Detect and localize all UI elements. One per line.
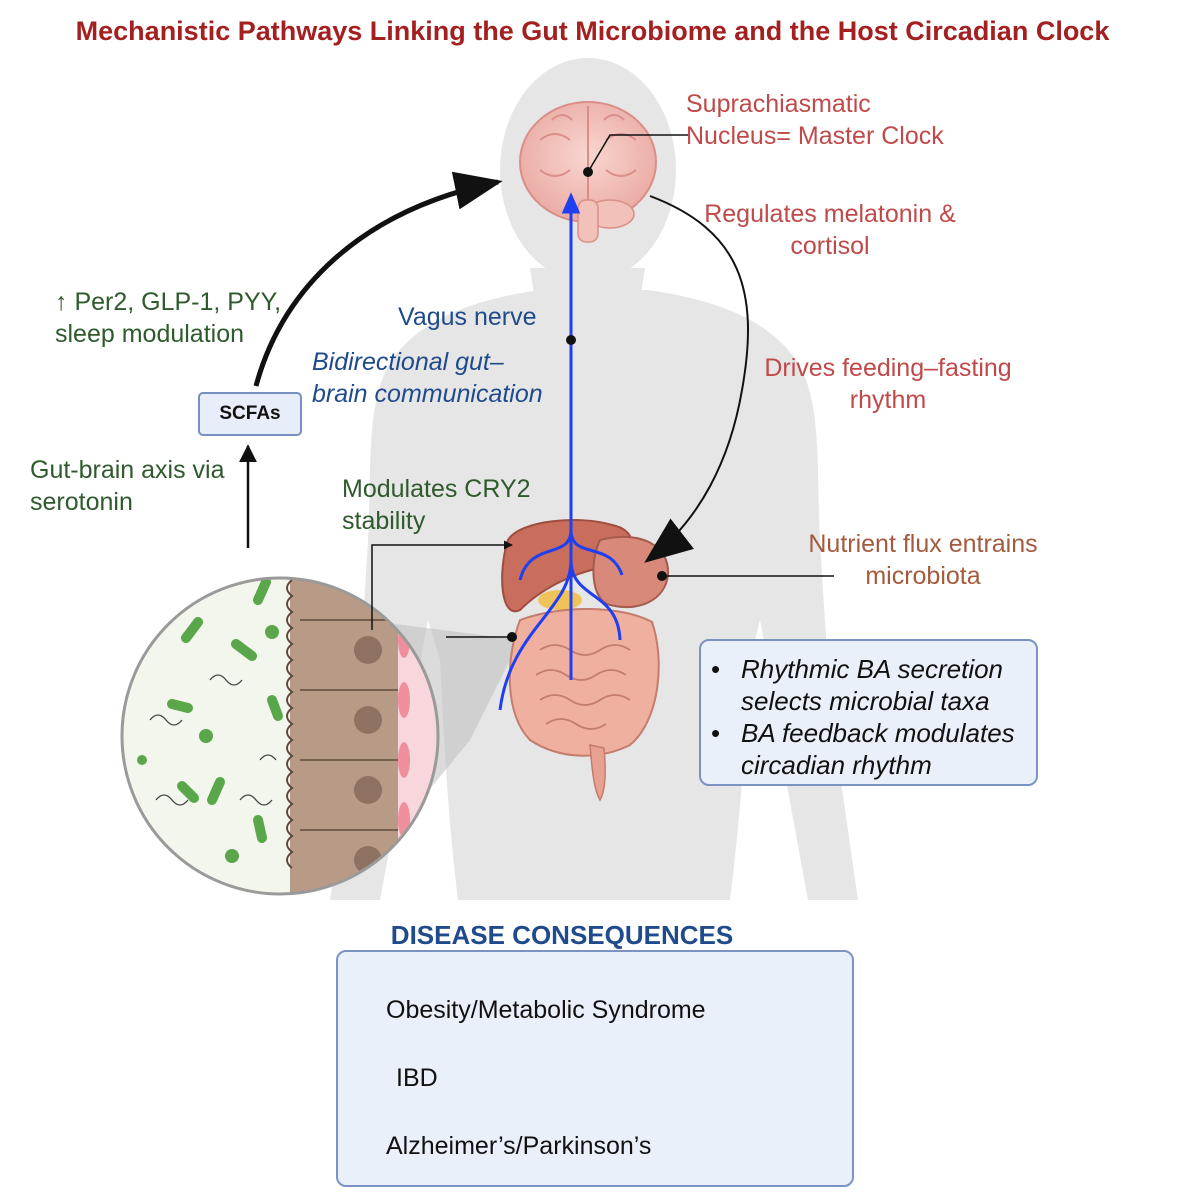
nutrient-line-2: microbiota [865,562,981,590]
melatonin-line-1: Regulates melatonin & [704,200,956,228]
bidirectional-line-2: brain communication [312,380,543,408]
scn-line-1: Suprachiasmatic [686,90,871,118]
disease-item-obesity: Obesity/Metabolic Syndrome [386,996,706,1024]
feeding-label: Drives feeding–fasting rhythm [740,352,1036,416]
cry2-line-1: Modulates CRY2 [342,475,531,503]
melatonin-line-2: cortisol [790,232,870,260]
cry2-line-2: stability [342,507,426,535]
leader-dots [507,167,667,642]
scn-line-2: Nucleus= Master Clock [686,122,944,150]
per2-label: ↑ Per2, GLP-1, PYY, sleep modulation [55,286,281,350]
disease-box: Obesity/Metabolic Syndrome IBD Alzheimer… [336,950,854,1187]
feeding-line-2: rhythm [849,386,927,414]
nutrient-line-1: Nutrient flux entrains [808,530,1038,558]
page-title: Mechanistic Pathways Linking the Gut Mic… [75,16,1110,46]
per2-line-2: sleep modulation [55,320,245,348]
serotonin-label: Gut-brain axis via serotonin [30,454,225,518]
scn-label: Suprachiasmatic Nucleus= Master Clock [686,88,944,152]
bile-acid-item-1: Rhythmic BA secretion selects microbial … [711,653,1041,717]
bile-acid-item-1-line-2: selects microbial taxa [741,686,990,716]
scfa-box: SCFAs [198,392,302,436]
pathway-arrows [239,171,749,563]
vagus-nerve-label: Vagus nerve [398,303,537,331]
brain-illustration [519,101,657,243]
bile-acid-item-2: BA feedback modulates circadian rhythm [711,717,1041,781]
disease-heading: DISEASE CONSEQUENCES [390,920,734,950]
bile-acid-item-2-line-1: BA feedback modulates [741,718,1015,748]
digestive-organs [501,519,670,802]
per2-line-1: ↑ Per2, GLP-1, PYY, [55,288,282,316]
bile-acid-item-1-line-1: Rhythmic BA secretion [741,654,1004,684]
bile-acid-box: Rhythmic BA secretion selects microbial … [699,639,1038,786]
nutrient-label: Nutrient flux entrains microbiota [788,528,1058,592]
serotonin-line-1: Gut-brain axis via [30,456,225,484]
melatonin-label: Regulates melatonin & cortisol [680,198,980,262]
vagus-nerve-line [498,192,624,711]
disease-item-neuro: Alzheimer’s/Parkinson’s [386,1132,652,1160]
leader-lines [371,134,834,638]
disease-item-ibd: IBD [396,1064,438,1092]
bidirectional-line-1: Bidirectional gut– [312,348,504,376]
serotonin-line-2: serotonin [30,488,133,516]
feeding-line-1: Drives feeding–fasting [764,354,1012,382]
bidirectional-label: Bidirectional gut– brain communication [312,346,543,410]
bile-acid-item-2-line-2: circadian rhythm [741,750,932,780]
cry2-label: Modulates CRY2 stability [342,473,531,537]
